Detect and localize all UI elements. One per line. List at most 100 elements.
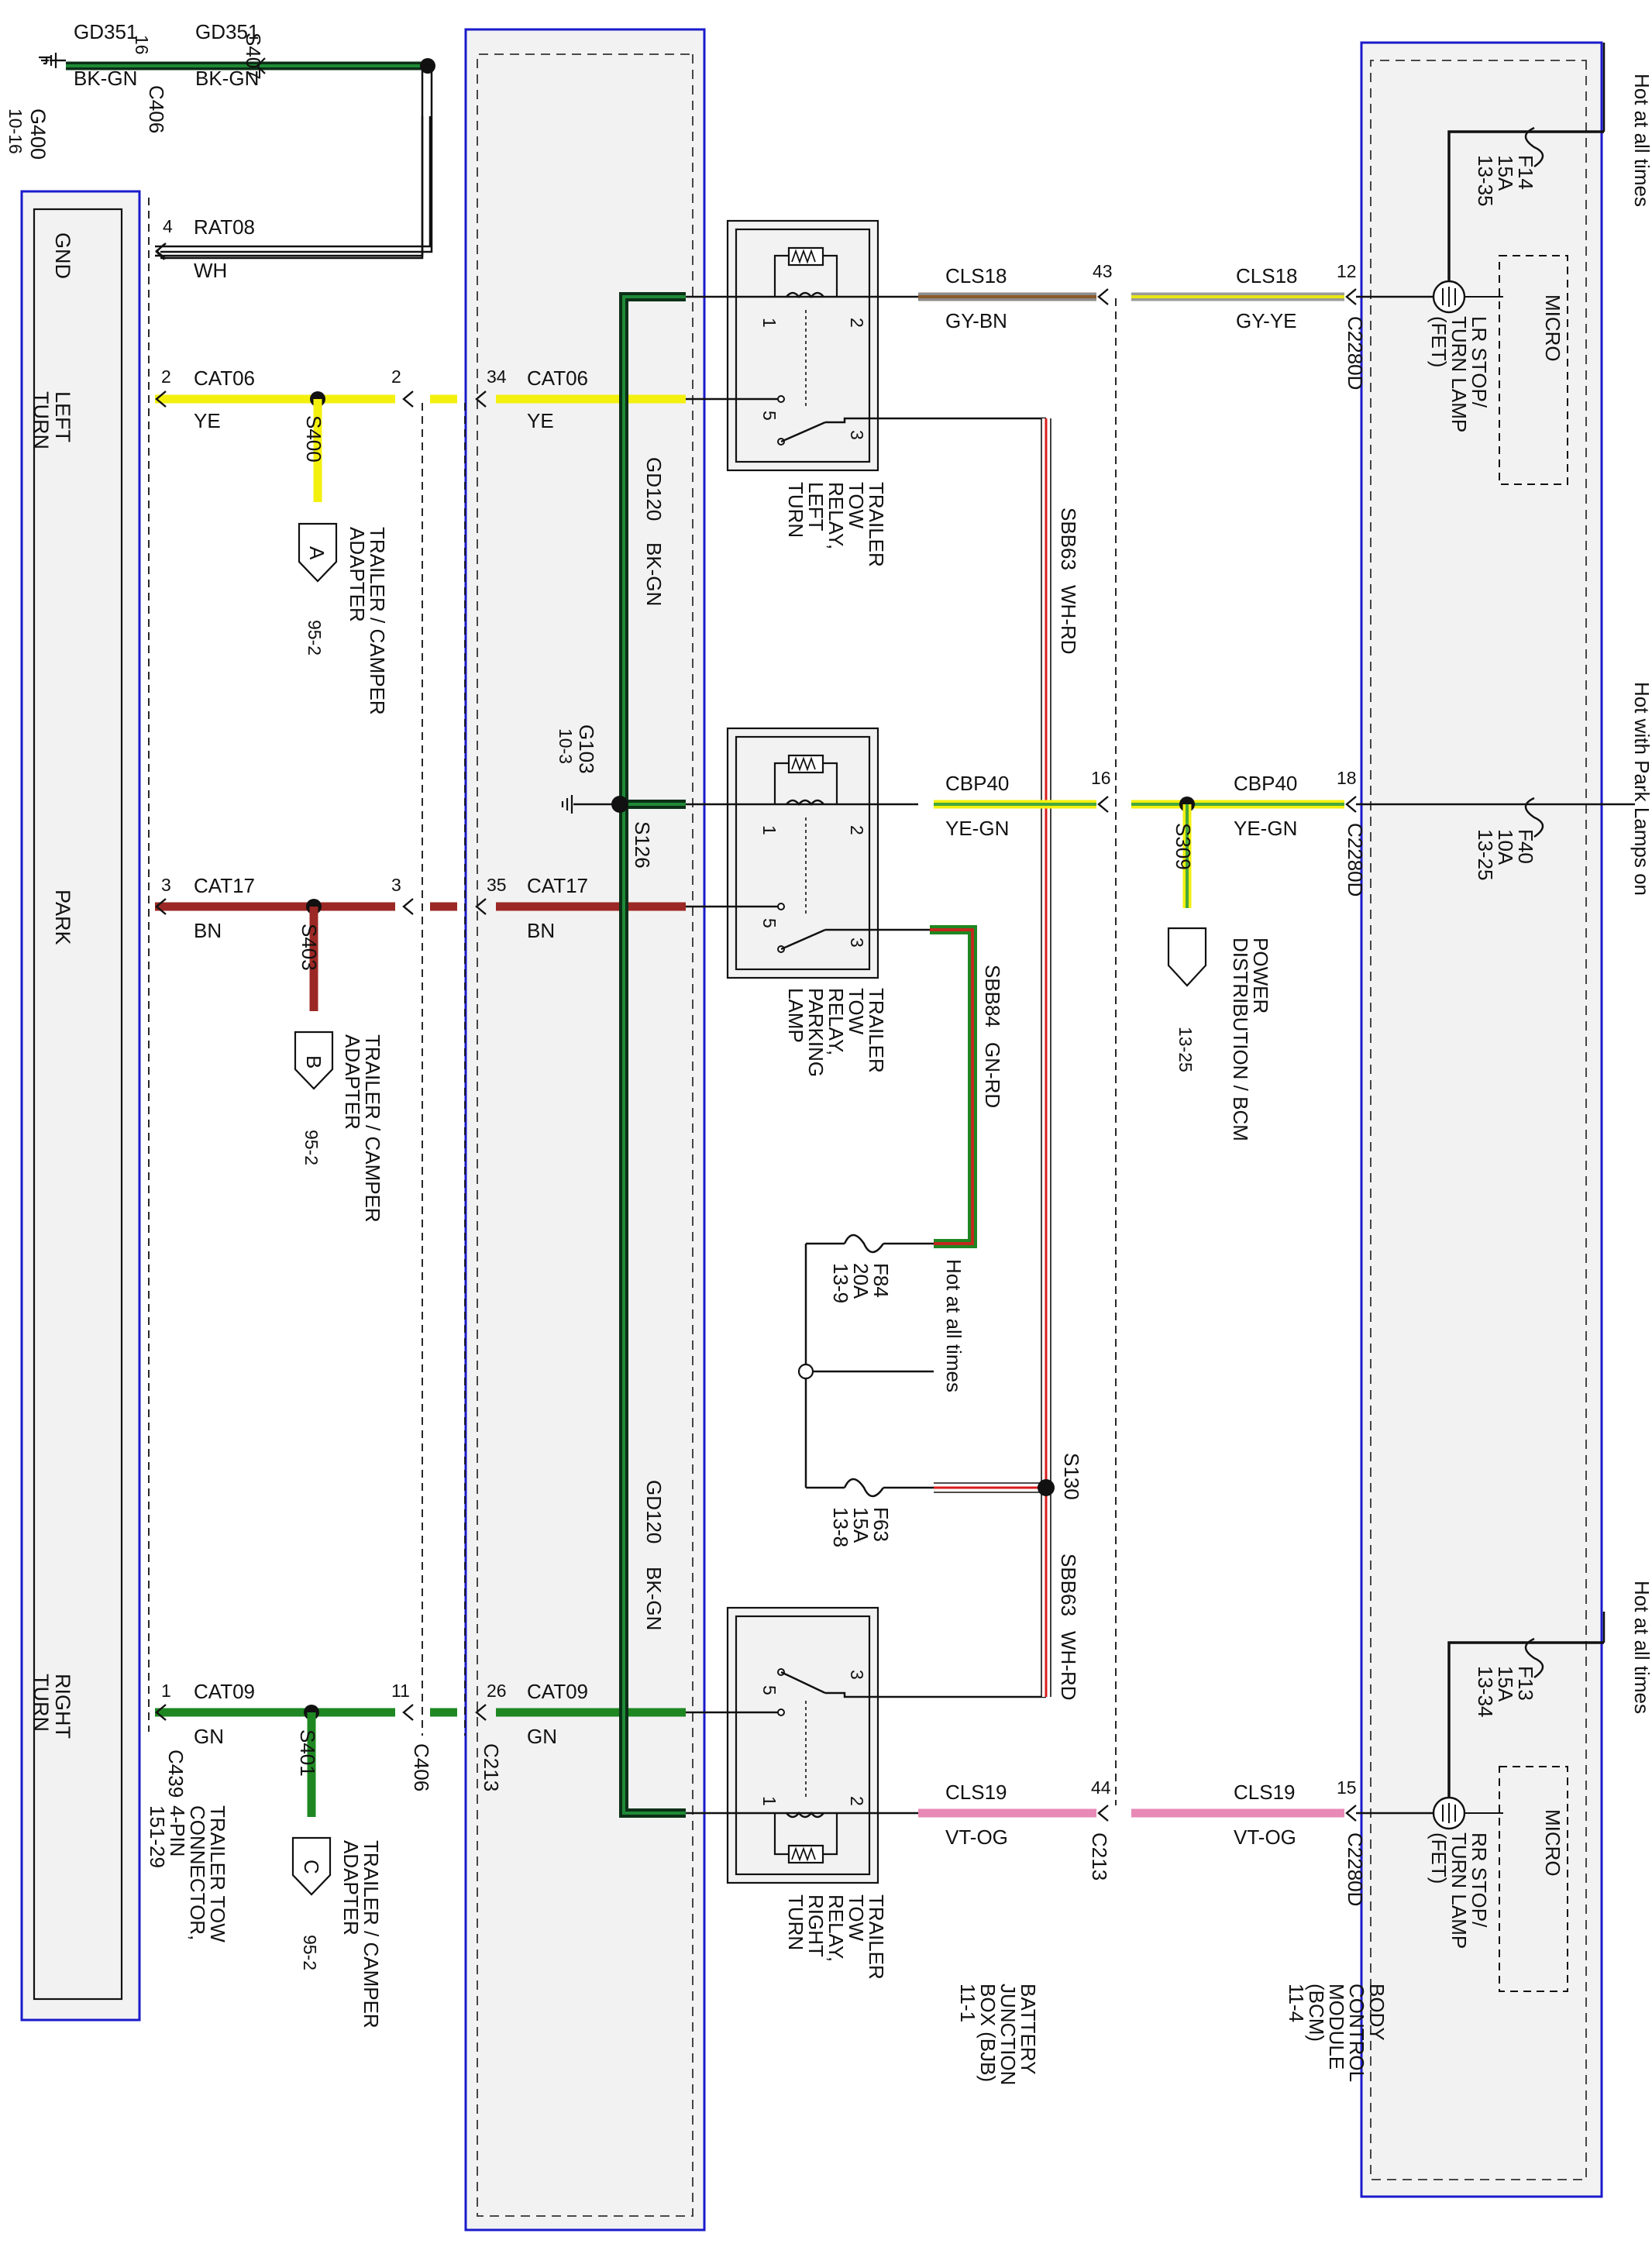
s400-splice-id: S400: [302, 415, 325, 463]
fuse-f84-id: F84: [869, 1263, 893, 1298]
rr-fet-label-3: (FET): [1427, 1832, 1451, 1884]
s407-wire-to-gnd: [160, 64, 433, 253]
fuse-f63-id: F63: [869, 1507, 893, 1542]
bcm-hot-label-3: Hot at all times: [1630, 1581, 1652, 1714]
sbb63-circuit-top: SBB63: [1057, 508, 1080, 570]
relay-park-name-5: LAMP: [784, 988, 807, 1043]
fuse-f63-icon: [843, 1478, 885, 1498]
c406-ground-connector: C406: [145, 85, 168, 133]
gd351-color-1: BK-GN: [74, 67, 137, 90]
c439-pin4-arrow: [155, 243, 167, 260]
c406-connector-id: C406: [410, 1743, 433, 1791]
c439-pin1: 1: [161, 1681, 171, 1701]
lr-fet-label-1: LR STOP/: [1468, 316, 1491, 408]
fuse-f40-amps: 10A: [1494, 829, 1517, 865]
bcm-desc-2: CONTROL: [1345, 1984, 1368, 2082]
adapter-b-letter: B: [302, 1055, 325, 1068]
c439-pin-label-right-turn-2: TURN: [29, 1674, 53, 1732]
c439-desc-3: 4-PIN: [166, 1805, 189, 1856]
adapter-c-letter: C: [300, 1860, 323, 1874]
lr-fet-label-2: TURN LAMP: [1447, 316, 1471, 432]
relay-left-name-3: RELAY,: [824, 482, 848, 549]
relay-left-name-4: LEFT: [804, 482, 828, 532]
c439-pin-labels: GND LEFT TURN PARK RIGHT TURN: [29, 232, 74, 1739]
cls19-circuit-left: CLS19: [945, 1781, 1007, 1804]
gd351-circuit-2: GD351: [195, 20, 259, 43]
g103-ground-ref: 10-3: [556, 728, 576, 764]
cat09-color-b: GN: [527, 1725, 557, 1748]
fuse-f84-ref: 13-9: [829, 1263, 852, 1303]
relay-right-name-2: TOW: [845, 1894, 868, 1942]
rat08-wire: [155, 116, 432, 248]
power-dist-label-1: POWER: [1249, 938, 1272, 1013]
micro-box-1: [1499, 255, 1568, 485]
relay-left-pin1: 1: [759, 318, 780, 328]
cat06-color-a: YE: [194, 409, 221, 432]
bcm-hot-label-1: Hot at all times: [1630, 74, 1652, 207]
fuse-f14-icon: [1524, 126, 1544, 168]
c213-pin43: 43: [1093, 261, 1113, 281]
s407-splice-id: S407: [242, 33, 265, 80]
relay-left-pin2: 2: [847, 318, 867, 328]
relay-right-pin1: 1: [759, 1796, 780, 1806]
bjb-fuses: F84 20A 13-9 F63 15A 13-8 Hot at all tim…: [797, 1234, 965, 1547]
c439-inner-box: [33, 208, 123, 2001]
bjb-desc-2: JUNCTION: [996, 1984, 1020, 2085]
sbb63-color-bot: WH-RD: [1057, 1631, 1080, 1701]
fuse-f40-ref: 13-25: [1474, 829, 1497, 881]
c439-pin2: 2: [161, 366, 171, 387]
cat17-circuit-b: CAT17: [527, 874, 588, 897]
trailer-tow-connector: [20, 190, 141, 2022]
c439-desc-2: CONNECTOR,: [186, 1805, 209, 1940]
relay-right-pin3: 3: [847, 1670, 867, 1680]
fuse-f14-amps: 15A: [1494, 155, 1517, 191]
gd120-color-top: BK-GN: [642, 542, 666, 606]
bcm-inner-dashed: [1370, 60, 1587, 2180]
cat06-circuit-a: CAT06: [194, 366, 255, 390]
micro-label-1: MICRO: [1541, 294, 1564, 362]
cbp40-color-right: YE-GN: [1234, 817, 1297, 840]
cat17-color-b: BN: [527, 919, 555, 942]
adapter-c-shape: [291, 1836, 332, 1896]
s126-splice-id: S126: [631, 821, 654, 869]
c213-pin-park: 35: [487, 875, 507, 895]
micro-box-2: [1499, 1766, 1568, 1992]
sbb63-circuit-bot: SBB63: [1057, 1554, 1080, 1616]
c213-label-row3: C213: [1088, 1832, 1111, 1881]
bcm-desc-5: 11-4: [1285, 1984, 1308, 2022]
adapter-b-label-1: TRAILER / CAMPER: [361, 1034, 384, 1223]
adapter-c-ref: 95-2: [300, 1935, 320, 1970]
fuse-f40-icon: [1524, 797, 1544, 838]
power-dist-label-2: DISTRIBUTION / BCM: [1229, 938, 1252, 1141]
cat17-circuit-a: CAT17: [194, 874, 255, 897]
c406-pin-right: 11: [391, 1681, 410, 1701]
cat17-color-a: BN: [194, 919, 222, 942]
power-distribution-arrow: [1167, 927, 1207, 987]
relay-right-pin2: 2: [847, 1796, 867, 1806]
fuse-f40-id: F40: [1514, 829, 1537, 864]
bcm-desc-3: MODULE: [1325, 1984, 1348, 2070]
c406-ground-pin: 16: [132, 35, 152, 55]
c439-desc-4: 151-29: [146, 1805, 169, 1868]
bcm-pin12: 12: [1337, 261, 1357, 281]
adapter-b-shape: [294, 1031, 334, 1090]
c213-pin44: 44: [1091, 1777, 1111, 1798]
relay-right-turn: 3 5 1 2 TRAILER TOW RELAY, RIGHT TURN: [686, 1606, 1046, 1980]
s309-splice-id: S309: [1172, 823, 1195, 870]
gd120-circuit-bot: GD120: [642, 1480, 666, 1543]
relay-left-name-1: TRAILER: [865, 482, 888, 567]
cbp40-circuit-right: CBP40: [1234, 772, 1297, 795]
g103-ground-id: G103: [575, 724, 598, 774]
bcm-pin15: 15: [1337, 1777, 1357, 1798]
fuse-f84-icon: [843, 1234, 885, 1254]
cls18-circuit-right: CLS18: [1236, 264, 1298, 287]
adapter-a-letter: A: [305, 546, 329, 560]
relay-left-name-2: TOW: [845, 482, 868, 529]
bjb-module-box: [464, 28, 706, 2232]
sbb84-wire: [930, 925, 977, 1248]
c213-connector-id: C213: [480, 1743, 503, 1791]
c439-connector-id: C439: [164, 1750, 188, 1798]
relay-right-name-5: TURN: [784, 1894, 807, 1950]
rr-fet-label-1: RR STOP/: [1468, 1832, 1491, 1928]
fuse-f13-amps: 15A: [1494, 1666, 1517, 1702]
